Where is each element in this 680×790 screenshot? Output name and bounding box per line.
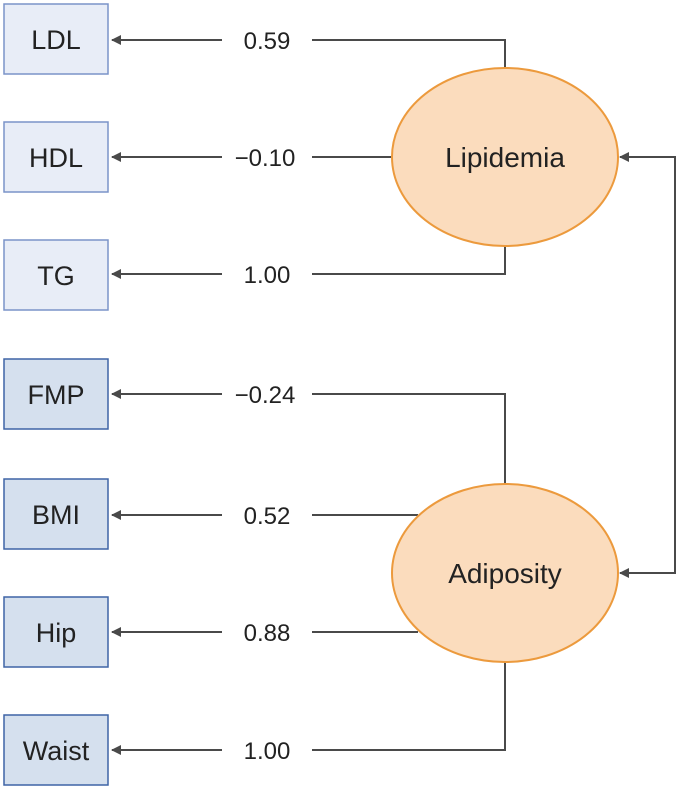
coef-fmp: −0.24 <box>235 382 296 409</box>
latent-adiposity: Adiposity <box>391 483 619 663</box>
indicator-waist-label: Waist <box>23 736 90 766</box>
covariance-arrow <box>619 152 676 578</box>
path-lines <box>112 40 676 750</box>
latent-lipidemia-label: Lipidemia <box>445 142 565 173</box>
indicator-fmp-label: FMP <box>28 380 85 410</box>
indicator-ldl-label: LDL <box>31 25 81 55</box>
coef-ldl: 0.59 <box>244 28 291 55</box>
path-adiposity-waist <box>112 660 506 750</box>
latent-adiposity-label: Adiposity <box>448 558 562 589</box>
coef-hdl: −0.10 <box>235 145 296 172</box>
path-lipidemia-ldl <box>112 40 506 68</box>
path-adiposity-fmp <box>112 394 506 484</box>
indicator-bmi-label: BMI <box>32 500 80 530</box>
indicator-fmp: FMP <box>3 358 109 430</box>
indicator-hip: Hip <box>3 596 109 668</box>
indicator-ldl: LDL <box>3 3 109 75</box>
indicator-tg: TG <box>3 239 109 311</box>
indicator-waist: Waist <box>3 714 109 786</box>
coef-bmi: 0.52 <box>244 503 291 530</box>
indicator-tg-label: TG <box>37 261 75 291</box>
coef-waist: 1.00 <box>244 738 291 765</box>
coef-tg: 1.00 <box>244 262 291 289</box>
indicator-hdl-label: HDL <box>29 143 83 173</box>
indicator-bmi: BMI <box>3 478 109 550</box>
indicator-hdl: HDL <box>3 121 109 193</box>
coef-hip: 0.88 <box>244 620 291 647</box>
path-lipidemia-tg <box>112 246 506 274</box>
latent-lipidemia: Lipidemia <box>391 67 619 247</box>
indicator-hip-label: Hip <box>36 618 77 648</box>
